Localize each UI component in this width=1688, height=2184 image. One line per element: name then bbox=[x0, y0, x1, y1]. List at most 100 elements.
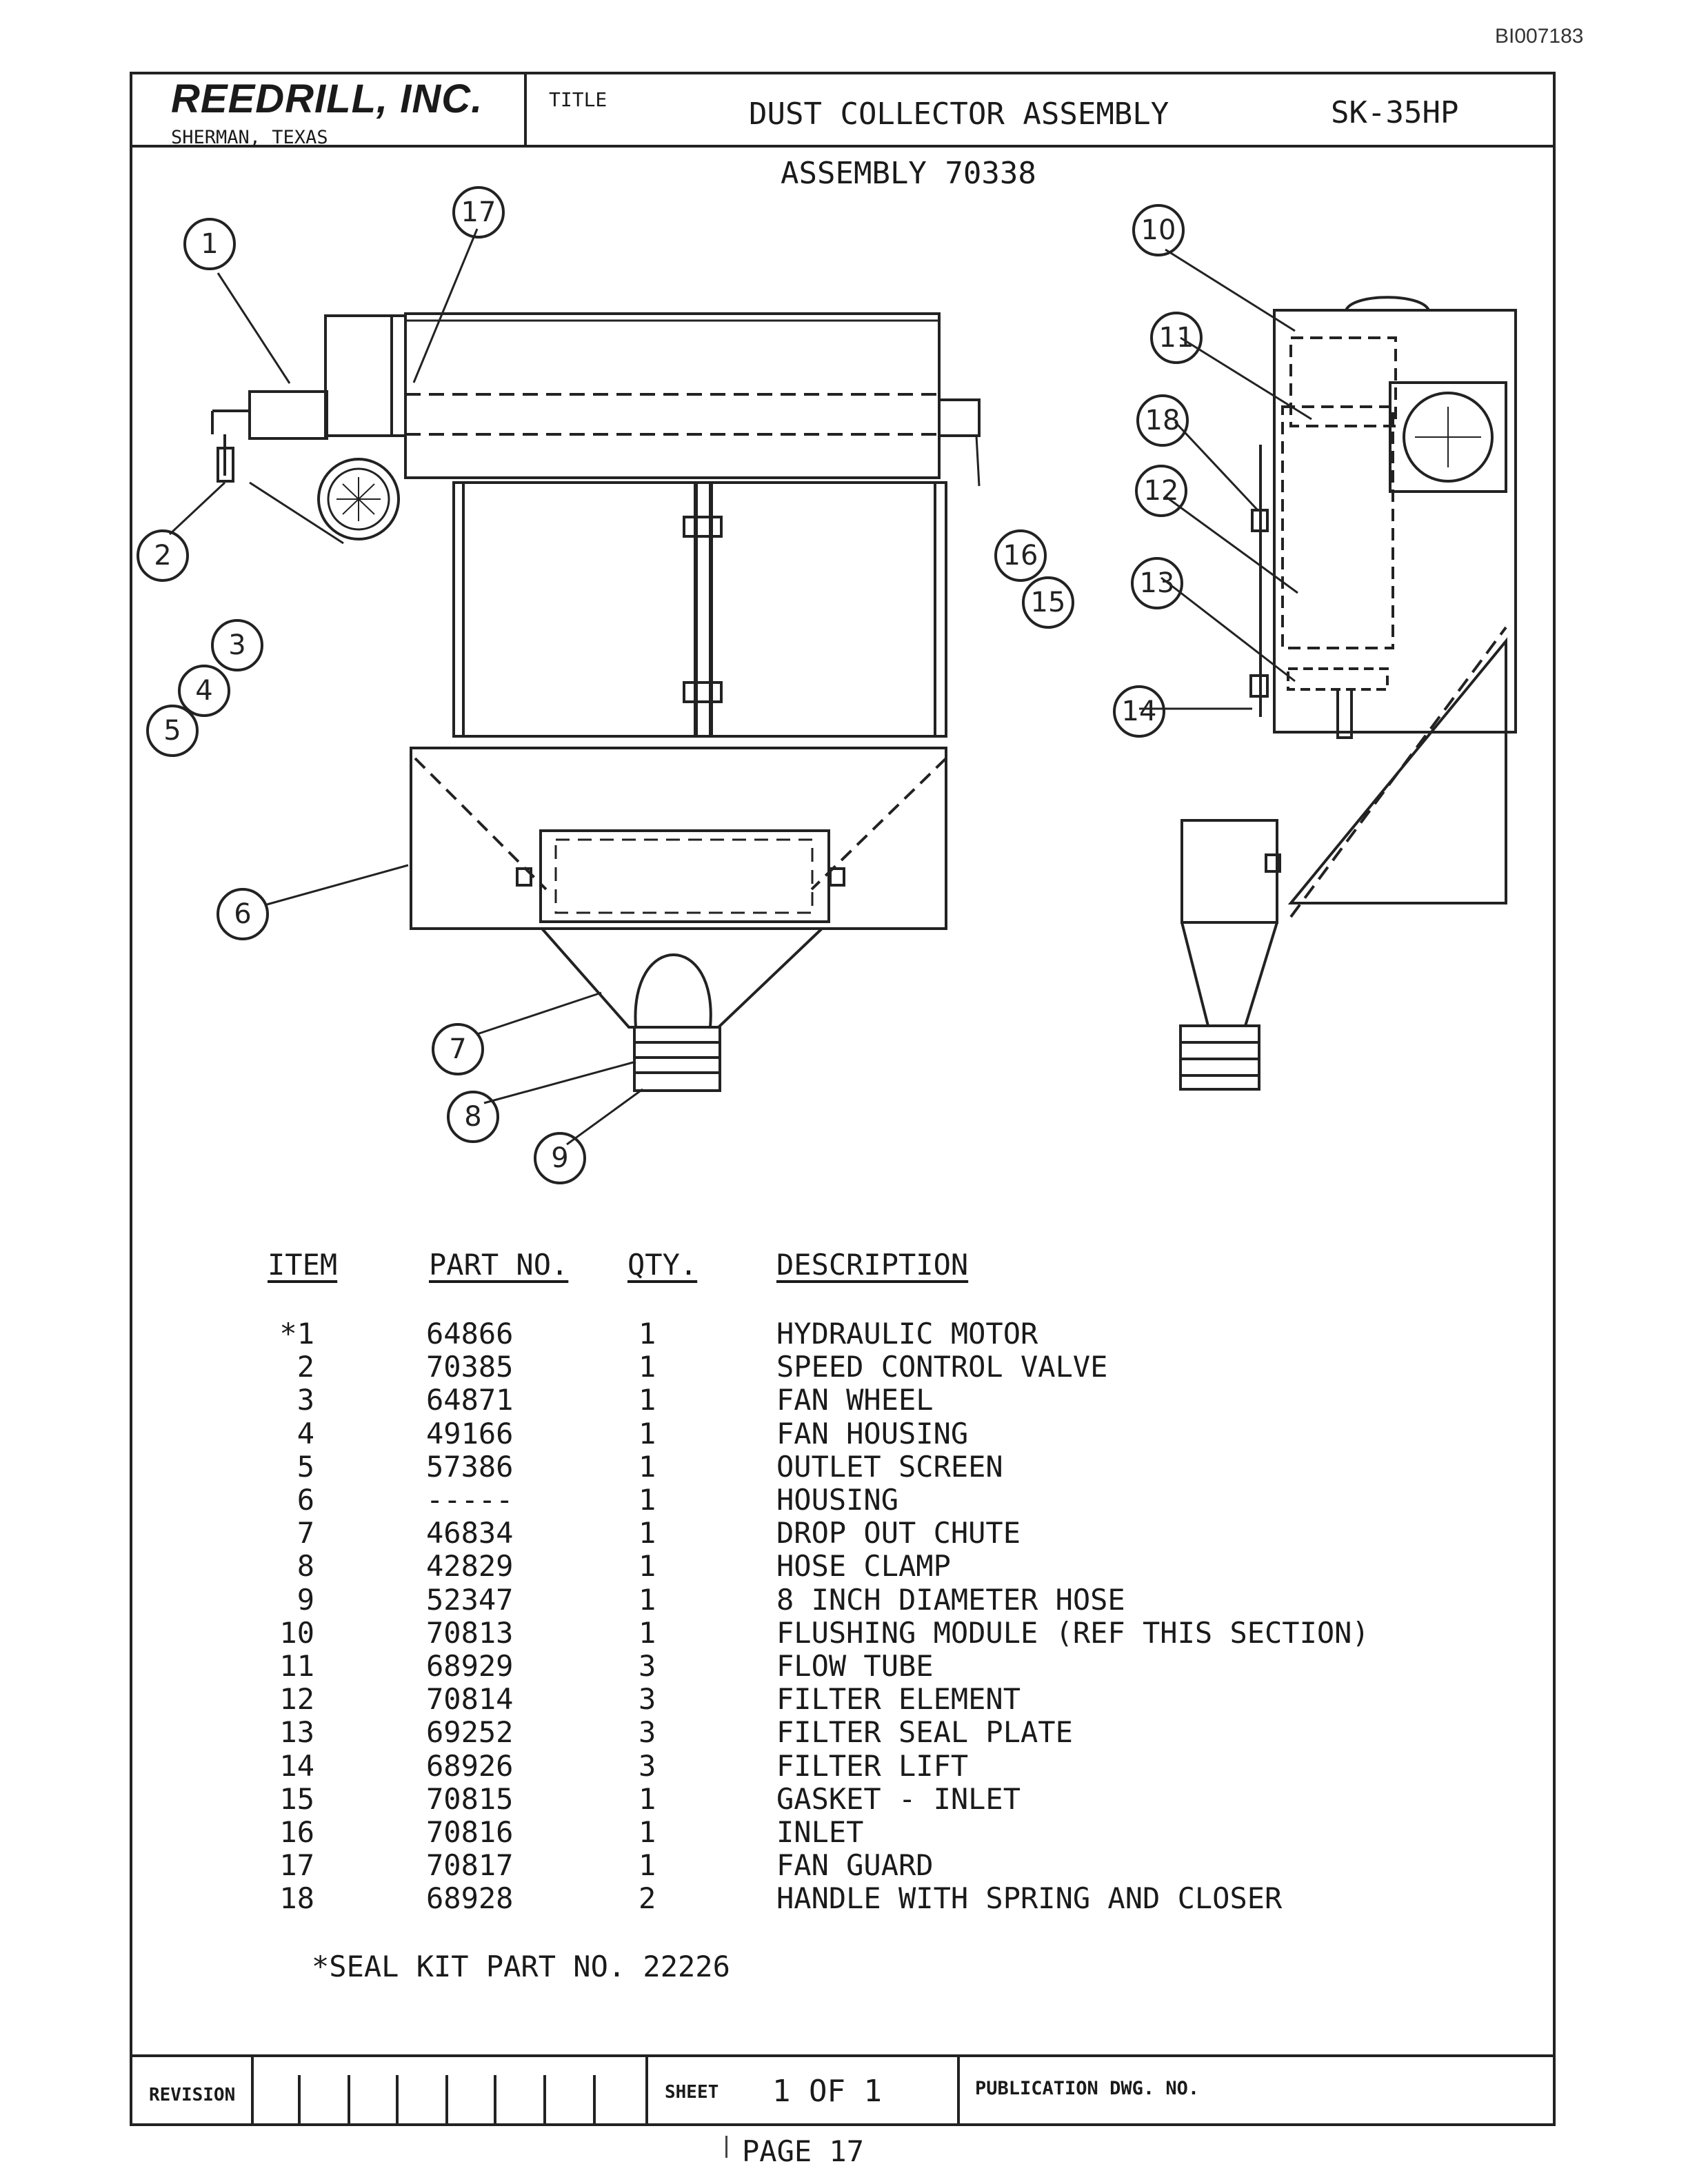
item-cell: 11 bbox=[279, 1649, 314, 1683]
callout-number: 15 bbox=[1031, 587, 1066, 618]
qty-cell: 1 bbox=[639, 1317, 656, 1351]
callout-number: 3 bbox=[228, 629, 245, 661]
description-cell: FILTER SEAL PLATE bbox=[776, 1715, 1073, 1750]
item-cell: 18 bbox=[279, 1881, 314, 1916]
item-cell: 5 bbox=[297, 1449, 314, 1484]
page-number: PAGE 17 bbox=[742, 2134, 865, 2168]
item-cell: 10 bbox=[279, 1615, 314, 1650]
item-cell: 6 bbox=[297, 1483, 314, 1517]
part-no-cell: 70816 bbox=[426, 1815, 514, 1849]
description-cell: FAN WHEEL bbox=[776, 1383, 934, 1417]
callout-number: 17 bbox=[461, 196, 496, 228]
column-header-description: DESCRIPTION bbox=[776, 1248, 969, 1282]
item-cell: 2 bbox=[297, 1350, 314, 1384]
callout-number: 9 bbox=[551, 1142, 568, 1174]
callout-10 bbox=[1132, 204, 1185, 256]
revision-cell-divider bbox=[298, 2075, 301, 2126]
sheet-value: 1 OF 1 bbox=[772, 2074, 882, 2109]
description-cell: FLUSHING MODULE (REF THIS SECTION) bbox=[776, 1615, 1369, 1650]
part-no-cell: 64866 bbox=[426, 1317, 514, 1351]
callout-2 bbox=[137, 529, 189, 582]
title-block-divider bbox=[130, 145, 1556, 148]
part-no-cell: 70814 bbox=[426, 1682, 514, 1717]
callout-3 bbox=[211, 619, 263, 671]
column-header-qty: QTY. bbox=[627, 1248, 698, 1282]
callout-14 bbox=[1113, 685, 1165, 738]
callout-number: 18 bbox=[1145, 405, 1180, 436]
assembly-number: ASSEMBLY 70338 bbox=[781, 156, 1036, 191]
part-no-cell: 57386 bbox=[426, 1449, 514, 1484]
drawing-frame bbox=[130, 72, 1556, 2126]
description-cell: SPEED CONTROL VALVE bbox=[776, 1350, 1108, 1384]
item-cell: 7 bbox=[297, 1516, 314, 1550]
callout-1 bbox=[183, 218, 236, 270]
table-row: 6 ----- 1 HOUSING bbox=[262, 1483, 1434, 1517]
qty-cell: 3 bbox=[639, 1748, 656, 1783]
callout-number: 11 bbox=[1159, 322, 1194, 354]
callout-11 bbox=[1150, 312, 1203, 364]
column-header-part-no: PART NO. bbox=[429, 1248, 569, 1282]
footer-divider bbox=[130, 2054, 1556, 2057]
part-no-cell: 64871 bbox=[426, 1383, 514, 1417]
page-mark bbox=[725, 2136, 727, 2158]
callout-12 bbox=[1135, 465, 1187, 517]
callout-18 bbox=[1136, 394, 1189, 447]
part-no-cell: 69252 bbox=[426, 1715, 514, 1750]
part-no-cell: ----- bbox=[426, 1483, 514, 1517]
qty-cell: 1 bbox=[639, 1350, 656, 1384]
qty-cell: 1 bbox=[639, 1815, 656, 1849]
callout-numbers: 1 2 3 4 5 6 7 8 9 10 11 12 13 14 15 16 1… bbox=[154, 196, 1194, 1174]
part-no-cell: 70817 bbox=[426, 1848, 514, 1883]
callout-5 bbox=[146, 705, 199, 757]
callout-number: 8 bbox=[464, 1101, 481, 1133]
part-no-cell: 70813 bbox=[426, 1615, 514, 1650]
item-cell: 16 bbox=[279, 1815, 314, 1849]
part-no-cell: 70815 bbox=[426, 1781, 514, 1816]
callout-number: 6 bbox=[234, 898, 251, 930]
description-cell: FLOW TUBE bbox=[776, 1649, 934, 1683]
callout-number: 1 bbox=[201, 228, 218, 260]
callout-17 bbox=[452, 186, 505, 239]
description-cell: FILTER LIFT bbox=[776, 1748, 969, 1783]
part-no-cell: 42829 bbox=[426, 1549, 514, 1584]
front-view bbox=[211, 312, 981, 1092]
qty-cell: 1 bbox=[639, 1848, 656, 1883]
callout-4 bbox=[178, 665, 230, 717]
item-cell: 17 bbox=[279, 1848, 314, 1883]
description-cell: 8 INCH DIAMETER HOSE bbox=[776, 1582, 1125, 1617]
seal-kit-note: *SEAL KIT PART NO. 22226 bbox=[312, 1950, 730, 1983]
side-view bbox=[1179, 296, 1517, 1091]
callout-number: 12 bbox=[1144, 475, 1179, 507]
description-cell: HYDRAULIC MOTOR bbox=[776, 1317, 1038, 1351]
revision-cell-divider bbox=[543, 2075, 546, 2126]
qty-cell: 1 bbox=[639, 1483, 656, 1517]
revision-cell-divider bbox=[396, 2075, 399, 2126]
callout-number: 14 bbox=[1122, 696, 1157, 727]
revision-divider bbox=[251, 2054, 254, 2126]
description-cell: OUTLET SCREEN bbox=[776, 1449, 1003, 1484]
callout-8 bbox=[447, 1091, 499, 1143]
table-row: *1 64866 1 HYDRAULIC MOTOR bbox=[262, 1317, 1434, 1351]
table-row: 17 70817 1 FAN GUARD bbox=[262, 1848, 1434, 1883]
description-cell: GASKET - INLET bbox=[776, 1781, 1021, 1816]
item-cell: 9 bbox=[297, 1582, 314, 1617]
qty-cell: 1 bbox=[639, 1781, 656, 1816]
item-cell: 13 bbox=[279, 1715, 314, 1750]
description-cell: FAN GUARD bbox=[776, 1848, 934, 1883]
callout-15 bbox=[1022, 576, 1074, 629]
drawing-title: DUST COLLECTOR ASSEMBLY bbox=[749, 97, 1169, 132]
item-cell: *1 bbox=[279, 1317, 314, 1351]
part-no-cell: 49166 bbox=[426, 1416, 514, 1450]
description-cell: HOUSING bbox=[776, 1483, 899, 1517]
callout-13 bbox=[1131, 557, 1183, 609]
revision-cell-divider bbox=[348, 2075, 350, 2126]
revision-cell-divider bbox=[445, 2075, 448, 2126]
